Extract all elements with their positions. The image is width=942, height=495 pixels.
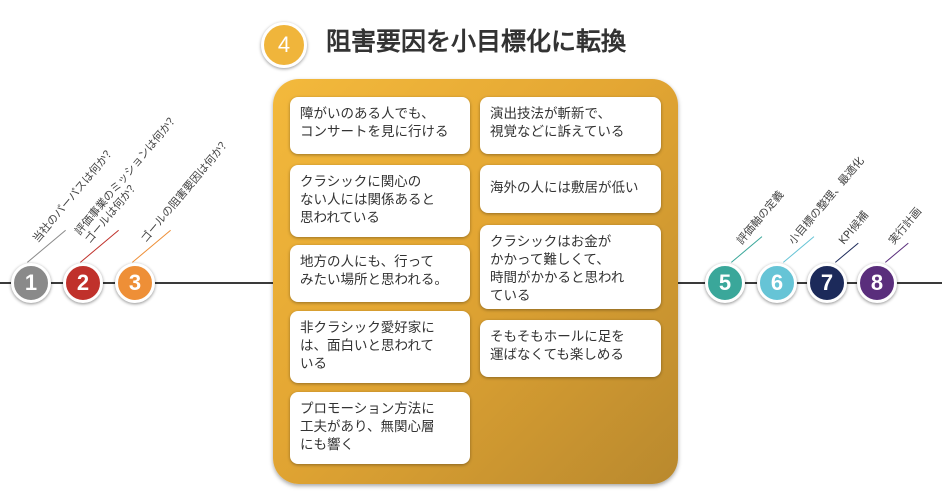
card-left-5: プロモーション方法に 工夫があり、無関心層 にも響く (290, 392, 470, 464)
page-title: 阻害要因を小目標化に転換 (326, 27, 627, 56)
card-left-2: クラシックに関心の ない人には関係あると 思われている (290, 165, 470, 237)
obstacle-panel: 障がいのある人でも、 コンサートを見に行ける クラシックに関心の ない人には関係… (273, 79, 678, 484)
step-3-circle[interactable]: 3 (115, 263, 155, 303)
step-7-label: KPI候補 (836, 208, 872, 247)
card-left-4: 非クラシック愛好家に は、面白いと思われて いる (290, 311, 470, 383)
step-8-label: 実行計画 (886, 204, 925, 247)
step-8-circle[interactable]: 8 (857, 263, 897, 303)
step-2-circle[interactable]: 2 (63, 263, 103, 303)
step-6-circle[interactable]: 6 (757, 263, 797, 303)
card-left-3: 地方の人にも、行って みたい場所と思われる。 (290, 245, 470, 302)
current-step-badge: 4 (261, 22, 307, 68)
card-right-3: クラシックはお金が かかって難しくて、 時間がかかると思われ ている (480, 225, 661, 309)
step-5-circle[interactable]: 5 (705, 263, 745, 303)
step-1-circle[interactable]: 1 (11, 263, 51, 303)
card-right-1: 演出技法が斬新で、 視覚などに訴えている (480, 97, 661, 154)
card-left-1: 障がいのある人でも、 コンサートを見に行ける (290, 97, 470, 154)
card-right-4: そもそもホールに足を 運ばなくても楽しめる (480, 320, 661, 377)
card-right-2: 海外の人には敷居が低い (480, 165, 661, 213)
step-7-circle[interactable]: 7 (807, 263, 847, 303)
